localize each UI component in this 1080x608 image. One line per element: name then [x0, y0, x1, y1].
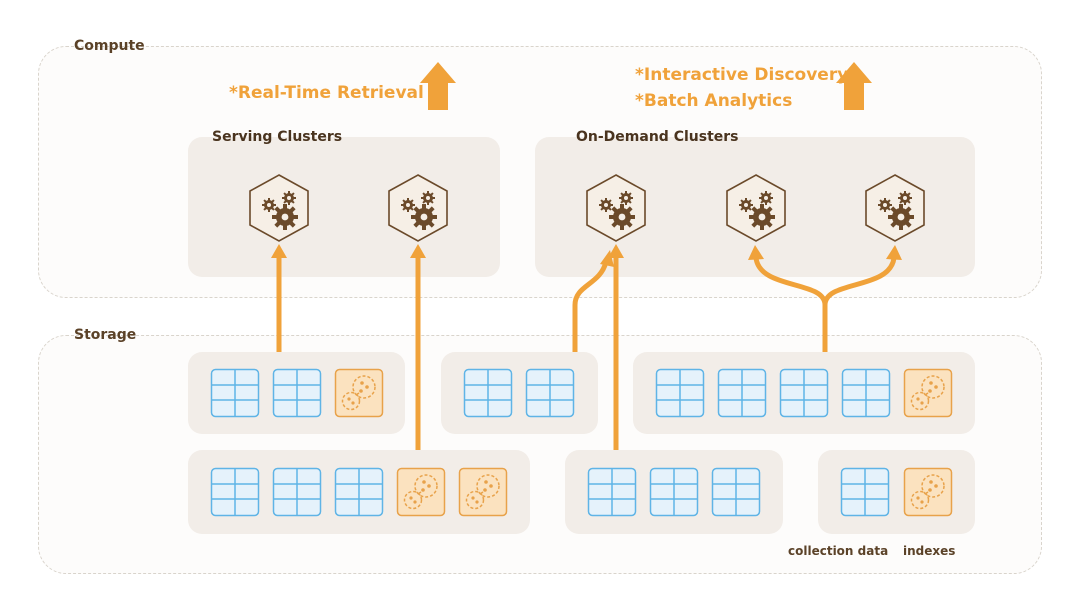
arrowhead-ondemand-1b [608, 244, 624, 258]
workload-batch: *Batch Analytics [635, 91, 793, 111]
flow-path-row3-to-ondemand-3 [822, 257, 897, 306]
analytics-upward-arrow [836, 62, 872, 110]
collection-table [210, 467, 260, 517]
collection-table [525, 368, 575, 418]
collection-table [840, 467, 890, 517]
serving-node-1 [249, 174, 309, 242]
legend-collection-data: collection data [788, 544, 889, 558]
collection-table [841, 368, 891, 418]
arrowhead-ondemand-3 [886, 245, 902, 260]
flow-path-row3-to-ondemand-2 [753, 257, 828, 352]
ondemand-node-1 [586, 174, 646, 242]
collection-table [717, 368, 767, 418]
realtime-upward-arrow [420, 62, 456, 110]
serving-clusters-title: Serving Clusters [212, 129, 343, 145]
index-icon [903, 368, 953, 418]
collection-table [587, 467, 637, 517]
storage-label: Storage [74, 327, 137, 343]
serving-node-2 [388, 174, 448, 242]
arrowhead-serving-2 [410, 244, 426, 258]
collection-table [272, 467, 322, 517]
collection-table [711, 467, 761, 517]
ondemand-clusters-title: On-Demand Clusters [576, 129, 739, 145]
arrowhead-ondemand-2 [748, 245, 764, 260]
flow-path-row2-to-ondemand-1 [572, 261, 609, 352]
collection-table [334, 467, 384, 517]
compute-label: Compute [74, 38, 145, 54]
collection-table [210, 368, 260, 418]
collection-table [655, 368, 705, 418]
legend-indexes: indexes [903, 544, 956, 558]
collection-table [463, 368, 513, 418]
workload-realtime: *Real-Time Retrieval [229, 83, 424, 103]
ondemand-node-2 [726, 174, 786, 242]
collection-table [272, 368, 322, 418]
index-icon [334, 368, 384, 418]
ondemand-node-3 [865, 174, 925, 242]
collection-table [779, 368, 829, 418]
index-icon [903, 467, 953, 517]
arrowhead-serving-1 [271, 244, 287, 258]
index-icon [396, 467, 446, 517]
collection-table [649, 467, 699, 517]
serving-clusters-group [188, 137, 500, 277]
index-icon [458, 467, 508, 517]
workload-interactive: *Interactive Discovery [635, 65, 849, 85]
